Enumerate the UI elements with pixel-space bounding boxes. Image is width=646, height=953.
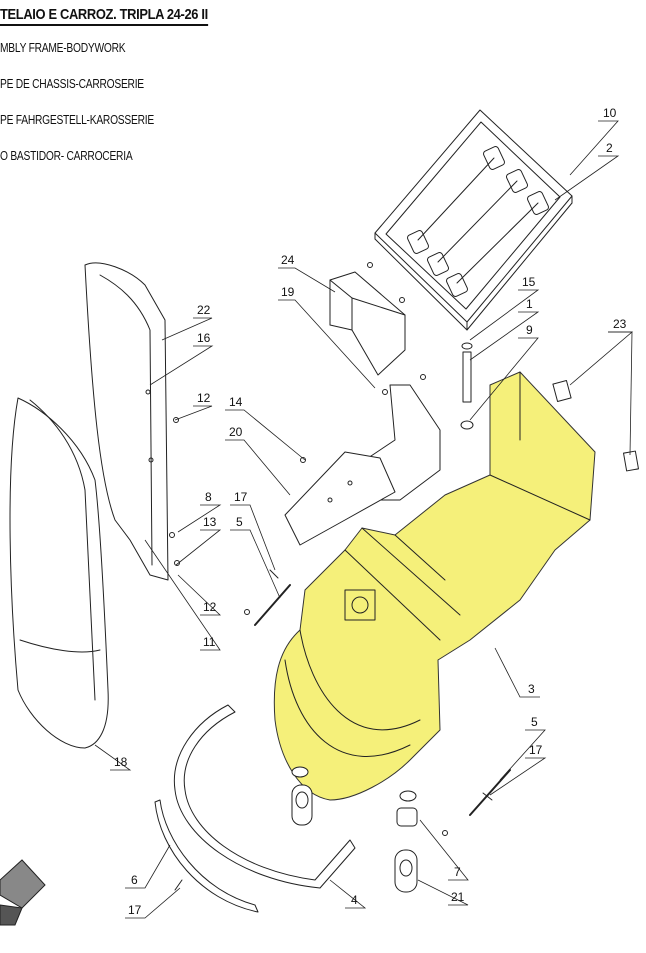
main-chassis-part-3 bbox=[273, 371, 596, 801]
callout-2: 2 bbox=[606, 141, 613, 155]
callout-12-bottom: 12 bbox=[203, 600, 217, 614]
chassis-highlight bbox=[273, 371, 596, 801]
callout-18: 18 bbox=[114, 755, 128, 769]
callout-17-bottom: 17 bbox=[128, 903, 142, 917]
callout-21: 21 bbox=[451, 890, 465, 904]
callout-6: 6 bbox=[131, 873, 138, 887]
caster-wheel-center bbox=[396, 790, 418, 827]
pin-part bbox=[460, 342, 474, 430]
callout-3: 3 bbox=[528, 682, 535, 696]
callout-5-mid: 5 bbox=[236, 515, 243, 529]
callout-5-right: 5 bbox=[531, 715, 538, 729]
screw-parts-17 bbox=[174, 569, 493, 891]
corner-logo-icon bbox=[0, 859, 46, 926]
bumper-part-4 bbox=[173, 704, 356, 889]
callout-22: 22 bbox=[197, 303, 211, 317]
callout-17-right: 17 bbox=[529, 743, 543, 757]
callout-8: 8 bbox=[205, 490, 212, 504]
callout-14: 14 bbox=[229, 395, 243, 409]
callout-leaders bbox=[94, 120, 634, 919]
callout-20: 20 bbox=[229, 425, 243, 439]
callout-13: 13 bbox=[203, 515, 217, 529]
callout-11: 11 bbox=[203, 635, 216, 649]
callout-16: 16 bbox=[197, 331, 211, 345]
document-header: TELAIO E CARROZ. TRIPLA 24-26 II MBLY FR… bbox=[0, 0, 646, 190]
connector-part-23 bbox=[552, 379, 639, 472]
subtitle-line-3: PE FAHRGESTELL-KAROSSERIE bbox=[0, 113, 154, 127]
rod-part-5 bbox=[254, 584, 511, 816]
mount-plate-part-20 bbox=[284, 451, 396, 546]
subtitle-line-2: PE DE CHASSIS-CARROSERIE bbox=[0, 77, 144, 91]
side-panel-part-22 bbox=[84, 262, 169, 581]
bumper-strip-part-6 bbox=[154, 799, 259, 913]
callout-1: 1 bbox=[526, 297, 533, 311]
page-title: TELAIO E CARROZ. TRIPLA 24-26 II bbox=[0, 6, 208, 26]
subtitle-line-4: O BASTIDOR- CARROCERIA bbox=[0, 149, 133, 163]
callout-labels: 10 2 24 19 15 1 9 23 22 16 12 14 20 8 13… bbox=[114, 106, 627, 917]
caster-wheel-left bbox=[291, 766, 313, 826]
callout-12-top: 12 bbox=[197, 391, 211, 405]
callout-9: 9 bbox=[526, 323, 533, 337]
subtitle-line-1: MBLY FRAME-BODYWORK bbox=[0, 41, 126, 55]
callout-7: 7 bbox=[454, 865, 461, 879]
pedal-tray-part bbox=[374, 109, 573, 331]
caster-wheel-part-21 bbox=[394, 849, 418, 893]
callout-19: 19 bbox=[281, 285, 295, 299]
callout-4: 4 bbox=[351, 893, 358, 907]
bracket-part-24 bbox=[329, 271, 406, 376]
callout-17-mid: 17 bbox=[234, 490, 248, 504]
callout-10: 10 bbox=[603, 106, 617, 120]
callout-23: 23 bbox=[613, 317, 627, 331]
front-shell-part-18 bbox=[9, 397, 109, 749]
callout-24: 24 bbox=[281, 253, 295, 267]
callout-15: 15 bbox=[522, 275, 536, 289]
